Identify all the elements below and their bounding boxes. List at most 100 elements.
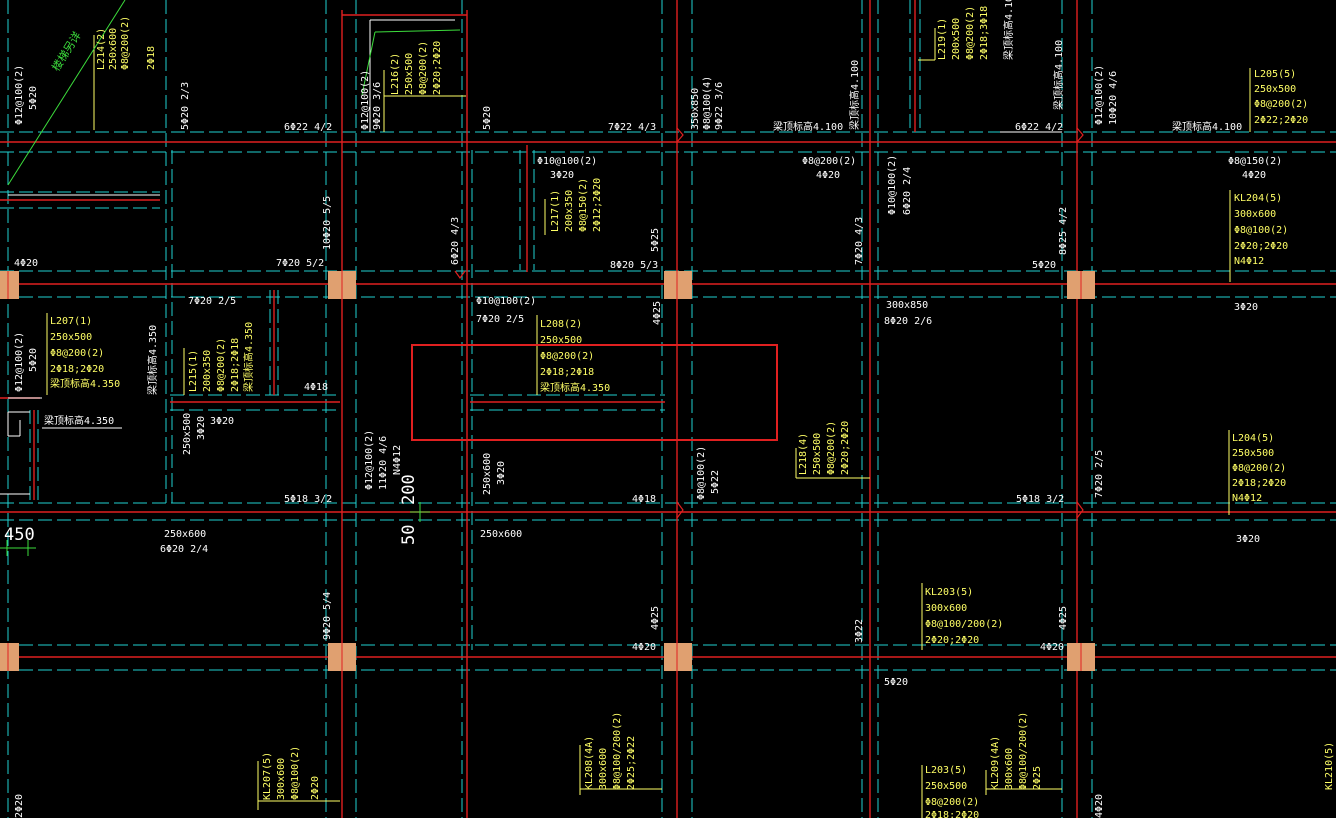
kl204-name: KL204(5): [1234, 193, 1282, 204]
note-11-46: 11Φ20 4/6: [378, 436, 389, 490]
kl203-size: 300x600: [925, 603, 967, 614]
kl203-top: 2Φ20;2Φ20: [925, 635, 979, 646]
note-v12-mid: Φ12@100(2): [364, 430, 375, 490]
l204-side: N4Φ12: [1232, 493, 1262, 504]
note-4-20b: 4Φ20: [816, 170, 840, 181]
note-622a: 6Φ22 4/2: [284, 122, 332, 133]
note-350-bar: 9Φ22 3/6: [714, 82, 725, 130]
l215-elev: 梁顶标高4.350: [242, 322, 255, 392]
break-marks: [454, 127, 1084, 519]
elev-4100-d: 梁顶标高4.100: [1172, 120, 1242, 133]
kl210-name: KL210(5): [1324, 742, 1335, 790]
kl207-top: 2Φ20: [310, 776, 321, 800]
note-bar-top: 5Φ20: [28, 86, 39, 110]
l216-stirrup: Φ8@200(2): [418, 41, 429, 95]
l218-size: 250x500: [812, 433, 823, 475]
l215-size: 200x350: [202, 350, 213, 392]
kl208-size: 300x600: [598, 748, 609, 790]
highlight-box[interactable]: [411, 344, 778, 441]
l207-size: 250x500: [50, 332, 92, 343]
note-4-20e: 4Φ20: [1040, 642, 1064, 653]
elev-4100-a: 梁顶标高4.100: [773, 120, 843, 133]
l217-size: 200x350: [564, 190, 575, 232]
l208-size: 250x500: [540, 335, 582, 346]
note-4-18: 4Φ18: [304, 382, 328, 393]
note-5-20-r: 5Φ20: [1032, 260, 1056, 271]
note-8-20-53: 8Φ20 5/3: [610, 260, 658, 271]
note-8-150: Φ8@150(2): [1228, 156, 1282, 167]
note-3-20b: 3Φ20: [1234, 302, 1258, 313]
l218-top: 2Φ20;2Φ20: [840, 421, 851, 475]
note-3-22: 3Φ22: [854, 619, 865, 643]
note-7-25c: 7Φ20 2/5: [1094, 450, 1105, 498]
l215-top: 2Φ18;2Φ18: [230, 338, 241, 392]
elev-4350-v: 梁顶标高4.350: [146, 325, 159, 395]
l207-name: L207(1): [50, 316, 92, 327]
note-250-600: 250x600: [164, 529, 206, 540]
l219-size: 200x500: [951, 18, 962, 60]
note-stirrup-top: Φ12@100(2): [14, 65, 25, 125]
note-v10-24: Φ10@100(2): [887, 155, 898, 215]
l205-stirrup: Φ8@200(2): [1254, 99, 1308, 110]
note-3-20e: 3Φ20: [1236, 534, 1260, 545]
l214-top: 2Φ18: [146, 46, 157, 70]
l208-elev: 梁顶标高4.350: [540, 381, 610, 394]
l218-stirrup: Φ8@200(2): [826, 421, 837, 475]
note-4-20d: 4Φ20: [632, 642, 656, 653]
note-722: 7Φ22 4/3: [608, 122, 656, 133]
note-v12-right: Φ12@100(2): [1094, 65, 1105, 125]
note-5-25: 5Φ25: [650, 228, 661, 252]
note-4-20f: 4Φ20: [1094, 794, 1105, 818]
note-523: 5Φ20 2/3: [180, 82, 191, 130]
note-10-46: 10Φ20 4/6: [1108, 71, 1119, 125]
note-4-25b: 4Φ25: [650, 606, 661, 630]
annotations: Φ12@100(2) 5Φ20 楼梯另详 L214(2) 250x600 Φ8@…: [4, 0, 1335, 818]
l205-name: L205(5): [1254, 69, 1296, 80]
kl208-top: 2Φ25;2Φ22: [626, 736, 637, 790]
leader-lines: [0, 19, 1062, 495]
elev-4100-v: 梁顶标高4.100: [848, 60, 861, 130]
note-5-20-mid: 5Φ20: [482, 106, 493, 130]
dim-450: 450: [4, 525, 35, 545]
l203-name: L203(5): [925, 765, 967, 776]
elev-4100-c: 梁顶标高4.100: [1052, 40, 1065, 110]
l217-name: L217(1): [550, 190, 561, 232]
note-8-26: 8Φ20 2/6: [884, 316, 932, 327]
l208-name: L208(2): [540, 319, 582, 330]
note-kl-5: 3Φ20: [550, 170, 574, 181]
kl204-top: 2Φ20;2Φ20: [1234, 241, 1288, 252]
note-350-stirrup: Φ8@100(4): [702, 76, 713, 130]
note-10-55: 10Φ20 5/5: [322, 196, 333, 250]
kl208-name: KL208(4A): [584, 736, 595, 790]
note-10-100b: Φ10@100(2): [476, 296, 536, 307]
l218-name: L218(4): [798, 433, 809, 475]
l216-size: 250x500: [404, 53, 415, 95]
note-9-36: 9Φ20 3/6: [372, 82, 383, 130]
note-8-200: Φ8@200(2): [802, 156, 856, 167]
note-5-20e: 5Φ20: [884, 677, 908, 688]
note-v12-left: Φ12@100(2): [360, 70, 371, 130]
note-350x850: 350x850: [690, 88, 701, 130]
note-5-20-l: 5Φ20: [28, 348, 39, 372]
l208-top: 2Φ18;2Φ18: [540, 367, 594, 378]
note-8-100: Φ8@100(2): [696, 446, 707, 500]
dim-50: 50: [399, 525, 419, 545]
l204-name: L204(5): [1232, 433, 1274, 444]
l214-stirrup: Φ8@200(2): [120, 16, 131, 70]
note-250-500: 250x500: [182, 413, 193, 455]
column-crosshairs: [7, 271, 1082, 671]
l215-stirrup: Φ8@200(2): [216, 338, 227, 392]
l219-name: L219(1): [937, 18, 948, 60]
l205-top: 2Φ22;2Φ20: [1254, 115, 1308, 126]
label-leaders: [46, 28, 1251, 818]
note-4-20c: 4Φ20: [14, 258, 38, 269]
note-7-43: 7Φ20 4/3: [854, 217, 865, 265]
kl204-size: 300x600: [1234, 209, 1276, 220]
note-5-18b: 5Φ18 3/2: [1016, 494, 1064, 505]
kl207-stirrup: Φ8@100(2): [290, 746, 301, 800]
note-4-18b: 4Φ18: [632, 494, 656, 505]
kl207-size: 300x600: [276, 758, 287, 800]
